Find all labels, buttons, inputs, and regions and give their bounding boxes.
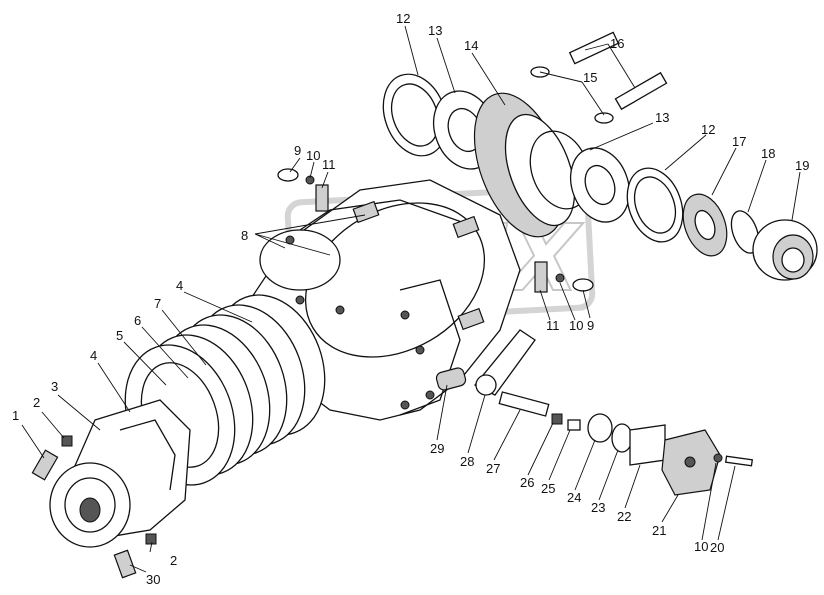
callout-10: 10	[694, 539, 708, 554]
callout-16: 16	[610, 36, 624, 51]
callout-28: 28	[460, 454, 474, 469]
spline-gear-17	[682, 193, 728, 257]
callout-12: 12	[396, 11, 410, 26]
nut-26	[551, 413, 563, 425]
callout-10: 10	[306, 148, 320, 163]
callout-23: 23	[591, 500, 605, 515]
nut-2b	[145, 533, 157, 545]
callout-30: 30	[146, 572, 160, 587]
callout-29: 29	[430, 441, 444, 456]
plate-11a	[315, 184, 329, 212]
nut-2a	[61, 435, 73, 447]
callout-4: 4	[176, 278, 183, 293]
nut-10b	[555, 273, 565, 283]
bolt-16b	[614, 71, 668, 111]
front-cover-part	[49, 399, 191, 548]
bolt-20	[724, 455, 754, 467]
plug-25	[567, 419, 581, 431]
callout-6: 6	[134, 313, 141, 328]
lock-plate-9a	[277, 168, 299, 182]
callout-21: 21	[652, 523, 666, 538]
callout-11: 11	[322, 157, 336, 172]
callout-24: 24	[567, 490, 581, 505]
washer-15b	[594, 112, 614, 124]
callout-17: 17	[732, 134, 746, 149]
callout-19: 19	[795, 158, 809, 173]
flange-19	[752, 219, 818, 281]
callout-12: 12	[701, 122, 715, 137]
pin-27	[498, 391, 550, 417]
callout-2: 2	[33, 395, 40, 410]
callout-9: 9	[587, 318, 594, 333]
spring-29	[435, 367, 467, 391]
gasket-23	[611, 423, 633, 453]
bevel-gear-14	[473, 92, 591, 238]
callout-20: 20	[710, 540, 724, 555]
callout-11: 11	[546, 318, 560, 333]
callout-14: 14	[464, 38, 478, 53]
gasket-22	[629, 424, 666, 466]
callout-27: 27	[486, 461, 500, 476]
callout-5: 5	[116, 328, 123, 343]
callout-2: 2	[170, 553, 177, 568]
bearing-13-right	[570, 147, 630, 223]
callout-7: 7	[154, 296, 161, 311]
callout-4: 4	[90, 348, 97, 363]
callout-22: 22	[617, 509, 631, 524]
bearing-ring-12-right	[626, 167, 684, 243]
callout-3: 3	[51, 379, 58, 394]
callout-13: 13	[428, 23, 442, 38]
callout-10: 10	[569, 318, 583, 333]
callout-25: 25	[541, 481, 555, 496]
fork-28	[473, 329, 536, 396]
bolt-1	[31, 449, 59, 481]
callout-13: 13	[655, 110, 669, 125]
washer-10c	[713, 453, 723, 463]
bushing-24	[587, 413, 613, 443]
callout-1: 1	[12, 408, 19, 423]
leader-lines	[21, 25, 801, 573]
valve-body-21	[661, 429, 721, 496]
callout-labels: 1 2 3 4 4 5 6 7 8 9 10 11 12 13 14 15 16…	[12, 11, 809, 587]
callout-9: 9	[294, 143, 301, 158]
lock-plate-9b	[572, 278, 594, 292]
bolt-30	[113, 549, 137, 579]
callout-18: 18	[761, 146, 775, 161]
nut-10a	[305, 175, 315, 185]
callout-15: 15	[583, 70, 597, 85]
callout-8: 8	[241, 228, 248, 243]
plate-11b	[534, 261, 548, 293]
callout-26: 26	[520, 475, 534, 490]
